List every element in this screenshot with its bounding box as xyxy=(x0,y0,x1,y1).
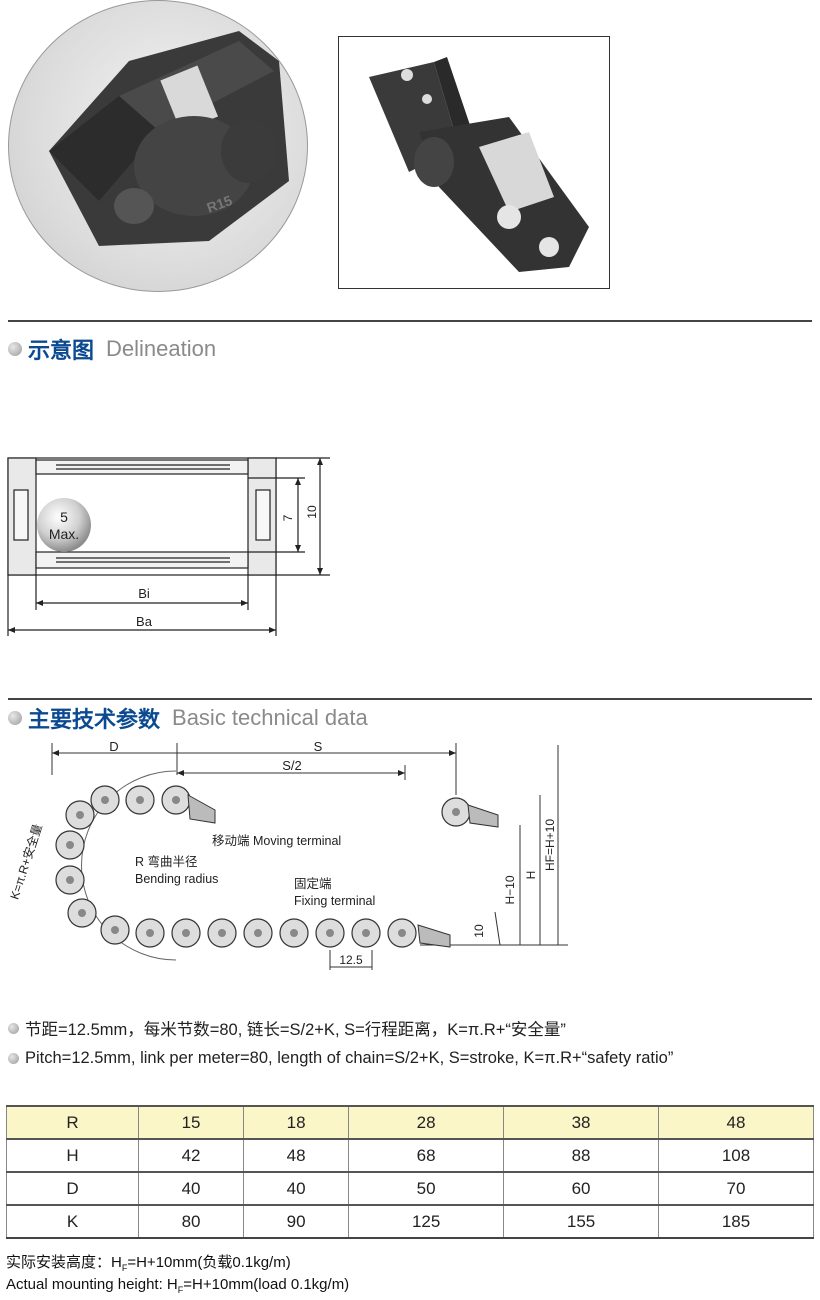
cross-section-drawing: 5 Max. 7 10 Bi Ba xyxy=(7,457,330,636)
footer-cn-sub: F xyxy=(121,1263,128,1273)
table-row: H 42 48 68 88 108 xyxy=(6,1138,814,1173)
section-title-en: Delineation xyxy=(106,336,217,361)
chain-link-photo xyxy=(338,36,610,289)
label-fixing-terminal-cn: 固定端 xyxy=(294,876,332,891)
note-en-text: Pitch=12.5mm, link per meter=80, length … xyxy=(25,1049,674,1067)
table-cell: 28 xyxy=(348,1105,505,1140)
label-bending-radius-cn: R 弯曲半径 xyxy=(135,854,198,869)
table-cell: 38 xyxy=(503,1105,660,1140)
section-title-cn: 示意图 xyxy=(28,338,95,363)
table-cell: 80 xyxy=(137,1204,245,1239)
note-cn-text: 节距=12.5mm，每米节数=80, 链长=S/2+K, S=行程距离，K=π.… xyxy=(25,1021,566,1039)
table-cell: 50 xyxy=(348,1171,505,1206)
table-cell: 42 xyxy=(137,1138,245,1173)
table-cell: 155 xyxy=(503,1204,660,1239)
table-cell: 48 xyxy=(658,1105,814,1140)
table-cell: 108 xyxy=(658,1138,814,1173)
table-row: D 40 40 50 60 70 xyxy=(6,1171,814,1206)
table-cell: 125 xyxy=(348,1204,505,1239)
max-badge xyxy=(37,498,91,552)
table-cell: 90 xyxy=(243,1204,350,1239)
spec-table: R 15 18 28 38 48 H 42 48 68 88 108 D 40 … xyxy=(6,1105,814,1239)
bullet-icon xyxy=(8,1053,19,1064)
row-label: K xyxy=(6,1204,139,1239)
dim-outer-height: 10 xyxy=(305,505,319,519)
chain-closeup-photo: R15 xyxy=(8,0,308,292)
label-10: 10 xyxy=(472,924,486,938)
footer-en-suffix: =H+10mm(load 0.1kg/m) xyxy=(183,1276,350,1293)
label-s2: S/2 xyxy=(282,758,302,773)
footer-cn: 实际安装高度：HF=H+10mm(负载0.1kg/m) xyxy=(6,1251,291,1273)
label-pitch: 12.5 xyxy=(339,953,363,967)
bullet-icon xyxy=(8,342,22,356)
note-cn: 节距=12.5mm，每米节数=80, 链长=S/2+K, S=行程距离，K=π.… xyxy=(8,1016,566,1040)
label-bending-radius-en: Bending radius xyxy=(135,872,218,886)
section-heading-delineation: 示意图 Delineation xyxy=(8,334,216,364)
footer-en-prefix: Actual mounting height: H xyxy=(6,1276,178,1293)
bullet-icon xyxy=(8,711,22,725)
row-label: D xyxy=(6,1171,139,1206)
table-row: K 80 90 125 155 185 xyxy=(6,1204,814,1239)
table-cell: 60 xyxy=(503,1171,660,1206)
row-label: R xyxy=(6,1105,139,1140)
label-h: H xyxy=(524,871,538,880)
footer-cn-prefix: 实际安装高度：H xyxy=(6,1254,122,1271)
dim-inner-height: 7 xyxy=(281,514,295,521)
badge-value: 5 xyxy=(60,509,68,525)
note-en: Pitch=12.5mm, link per meter=80, length … xyxy=(8,1049,673,1068)
table-cell: 40 xyxy=(243,1171,350,1206)
footer-en-sub: F xyxy=(177,1285,184,1295)
section-title-cn: 主要技术参数 xyxy=(28,707,161,732)
table-cell: 15 xyxy=(137,1105,245,1140)
dim-inner-width: Bi xyxy=(138,586,150,601)
table-cell: 68 xyxy=(348,1138,505,1173)
label-moving-terminal: 移动端 Moving terminal xyxy=(212,834,341,848)
dim-outer-width: Ba xyxy=(136,614,153,629)
section-title-en: Basic technical data xyxy=(172,705,368,730)
row-label: H xyxy=(6,1138,139,1173)
section-heading-technical: 主要技术参数 Basic technical data xyxy=(8,703,368,733)
badge-unit: Max. xyxy=(49,526,79,542)
section-rule-delineation xyxy=(8,320,812,322)
label-h-minus-10: H−10 xyxy=(503,875,517,904)
label-k: K=π.R+安全量 xyxy=(6,822,44,901)
table-cell: 40 xyxy=(137,1171,245,1206)
table-cell: 70 xyxy=(658,1171,814,1206)
table-cell: 88 xyxy=(503,1138,660,1173)
label-s: S xyxy=(314,739,323,754)
label-d: D xyxy=(109,739,118,754)
table-row: R 15 18 28 38 48 xyxy=(6,1105,814,1140)
footer-en: Actual mounting height: HF=H+10mm(load 0… xyxy=(6,1276,349,1295)
table-cell: 18 xyxy=(243,1105,350,1140)
table-cell: 185 xyxy=(658,1204,814,1239)
table-cell: 48 xyxy=(243,1138,350,1173)
bullet-icon xyxy=(8,1022,19,1034)
section-rule-technical xyxy=(8,698,812,700)
footer-cn-suffix: =H+10mm(负载0.1kg/m) xyxy=(127,1254,291,1271)
label-hf: HF=H+10 xyxy=(543,819,557,871)
chain-layout-drawing: D S S/2 K=π.R+安全量 移动端 Moving terminal R … xyxy=(6,739,568,970)
label-fixing-terminal-en: Fixing terminal xyxy=(294,894,375,908)
